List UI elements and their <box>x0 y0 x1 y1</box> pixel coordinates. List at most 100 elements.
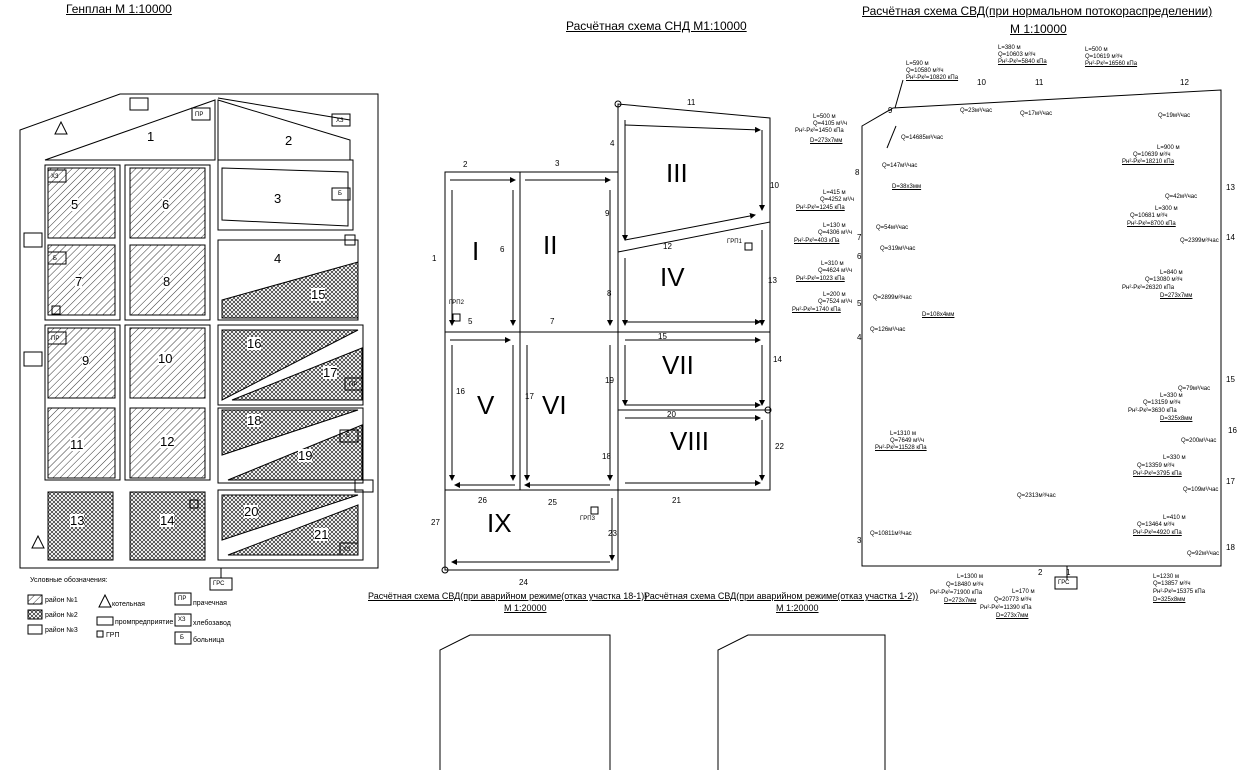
param-line: Pн²-Pк²=5840 кПа <box>998 59 1047 65</box>
consumer-label: Q=10811м³/час <box>870 531 912 537</box>
param-line: L=170 м <box>1012 589 1035 595</box>
param-line: Pн²-Pк²=4920 кПа <box>1133 530 1182 536</box>
param-line: D=273x7мм <box>996 613 1029 619</box>
zone-1-shape <box>44 99 216 161</box>
svd-node: 3 <box>857 536 862 545</box>
legend-code: ПР <box>178 596 187 602</box>
param-line: L=310 м <box>821 261 844 267</box>
snd-outer-loop <box>444 103 771 571</box>
param-line: L=1300 м <box>957 574 983 580</box>
svd-normal-title: Расчётная схема СВД(при нормальном поток… <box>862 4 1213 18</box>
zone-label: 7 <box>75 274 83 289</box>
svd-node: 9 <box>888 106 893 115</box>
zone-label: 12 <box>160 434 175 449</box>
district-label: I <box>472 236 480 266</box>
laundry-marker: ПР <box>51 336 60 342</box>
param-line: L=380 м <box>998 45 1021 51</box>
hospital-marker: Б <box>338 191 342 197</box>
section-num: 3 <box>555 159 560 168</box>
consumer-label: Q=200м³/час <box>1181 438 1217 444</box>
zone-label: 13 <box>70 513 85 528</box>
bakery-marker: ХЗ <box>343 547 351 553</box>
zone-label: 5 <box>71 197 79 212</box>
snd-scheme <box>441 100 772 574</box>
param-line: L=200 м <box>823 292 846 298</box>
consumer-label: D=38x3мм <box>892 184 922 190</box>
legend-item: ГРП <box>106 632 120 639</box>
consumer-label: Q=2399м³/час <box>1180 238 1219 244</box>
district-label: IX <box>487 508 512 538</box>
section-num: 4 <box>610 139 615 148</box>
section-num: 18 <box>602 452 611 461</box>
consumer-label: Q=319м³/час <box>880 246 916 252</box>
param-line: Q=7649 м³/ч <box>890 438 925 444</box>
param-line: Q=13857 м³/ч <box>1153 581 1191 587</box>
section-num: 25 <box>548 498 557 507</box>
genplan-boundary <box>19 93 379 569</box>
param-line: D=273x7мм <box>944 598 977 604</box>
param-line: Q=10603 м³/ч <box>998 52 1036 58</box>
svd-node: 18 <box>1226 543 1235 552</box>
consumer-label: Q=14685м³/час <box>901 135 944 141</box>
block-6-8 <box>124 164 211 321</box>
district-label: III <box>666 158 688 188</box>
legend-item: район №2 <box>45 612 78 619</box>
section-num: 5 <box>468 317 473 326</box>
legend-item: прачечная <box>193 600 227 607</box>
zone-label: 3 <box>274 191 282 206</box>
legend-code: Б <box>180 635 184 641</box>
param-line: L=330 м <box>1160 393 1183 399</box>
svd-node: 6 <box>857 252 862 261</box>
consumer-label: Q=19м³/час <box>1158 113 1191 119</box>
param-line: L=840 м <box>1160 270 1183 276</box>
svd-normal-scheme <box>861 79 1222 590</box>
section-num: 24 <box>519 578 528 587</box>
zone-label: 15 <box>311 287 326 302</box>
laundry-marker: ПР <box>195 112 204 118</box>
block-9-11 <box>44 324 121 481</box>
param-line: Q=13080 м³/ч <box>1145 277 1183 283</box>
section-num: 1 <box>432 254 437 263</box>
param-line: L=900 м <box>1157 145 1180 151</box>
section-num: 2 <box>463 160 468 169</box>
zone-label: 18 <box>247 413 262 428</box>
hospital-marker: Б <box>53 256 57 262</box>
param-line: Q=13464 м³/ч <box>1137 522 1175 528</box>
district-label: II <box>543 230 558 260</box>
grp-label: ГРП1 <box>727 239 742 245</box>
zone-15-shape <box>221 261 359 319</box>
param-line: L=130 м <box>823 223 846 229</box>
section-num: 19 <box>605 376 614 385</box>
hospital-marker: Б <box>346 433 350 439</box>
param-line: L=415 м <box>823 190 846 196</box>
genplan-title: Генплан М 1:10000 <box>66 2 172 16</box>
svd-node: 13 <box>1226 183 1235 192</box>
genplan <box>19 93 379 591</box>
consumer-label: Q=147м³/час <box>882 163 918 169</box>
section-num: 21 <box>672 496 681 505</box>
section-num: 8 <box>607 289 612 298</box>
param-line: Q=4252 м³/ч <box>820 197 855 203</box>
svd-node: 10 <box>977 78 986 87</box>
section-num: 23 <box>608 529 617 538</box>
param-line: Q=4306 м³/ч <box>818 230 853 236</box>
section-num: 7 <box>550 317 555 326</box>
district-label: IV <box>660 262 685 292</box>
param-line: D=273x7мм <box>1160 293 1193 299</box>
param-line: Pн²-Pк²=18210 кПа <box>1122 159 1175 165</box>
param-line: Pн²-Pк²=16560 кПа <box>1085 61 1138 67</box>
grs-marker: ГРС <box>213 581 225 587</box>
zone-label: 11 <box>70 437 84 452</box>
svd-grs: ГРС <box>1058 580 1070 586</box>
param-line: Pн²-Pк²=8700 кПа <box>1127 221 1176 227</box>
legend-item: котельная <box>112 601 145 608</box>
section-num: 15 <box>658 332 667 341</box>
param-line: Pн²-Pк²=26320 кПа <box>1122 285 1175 291</box>
param-line: Pн²-Pк²=10820 кПа <box>906 75 959 81</box>
param-line: Q=13159 м³/ч <box>1143 400 1181 406</box>
district-label: VIII <box>670 426 710 456</box>
param-line: L=500 м <box>1085 47 1108 53</box>
zone-16-17-block <box>217 324 364 406</box>
section-num: 13 <box>768 276 777 285</box>
